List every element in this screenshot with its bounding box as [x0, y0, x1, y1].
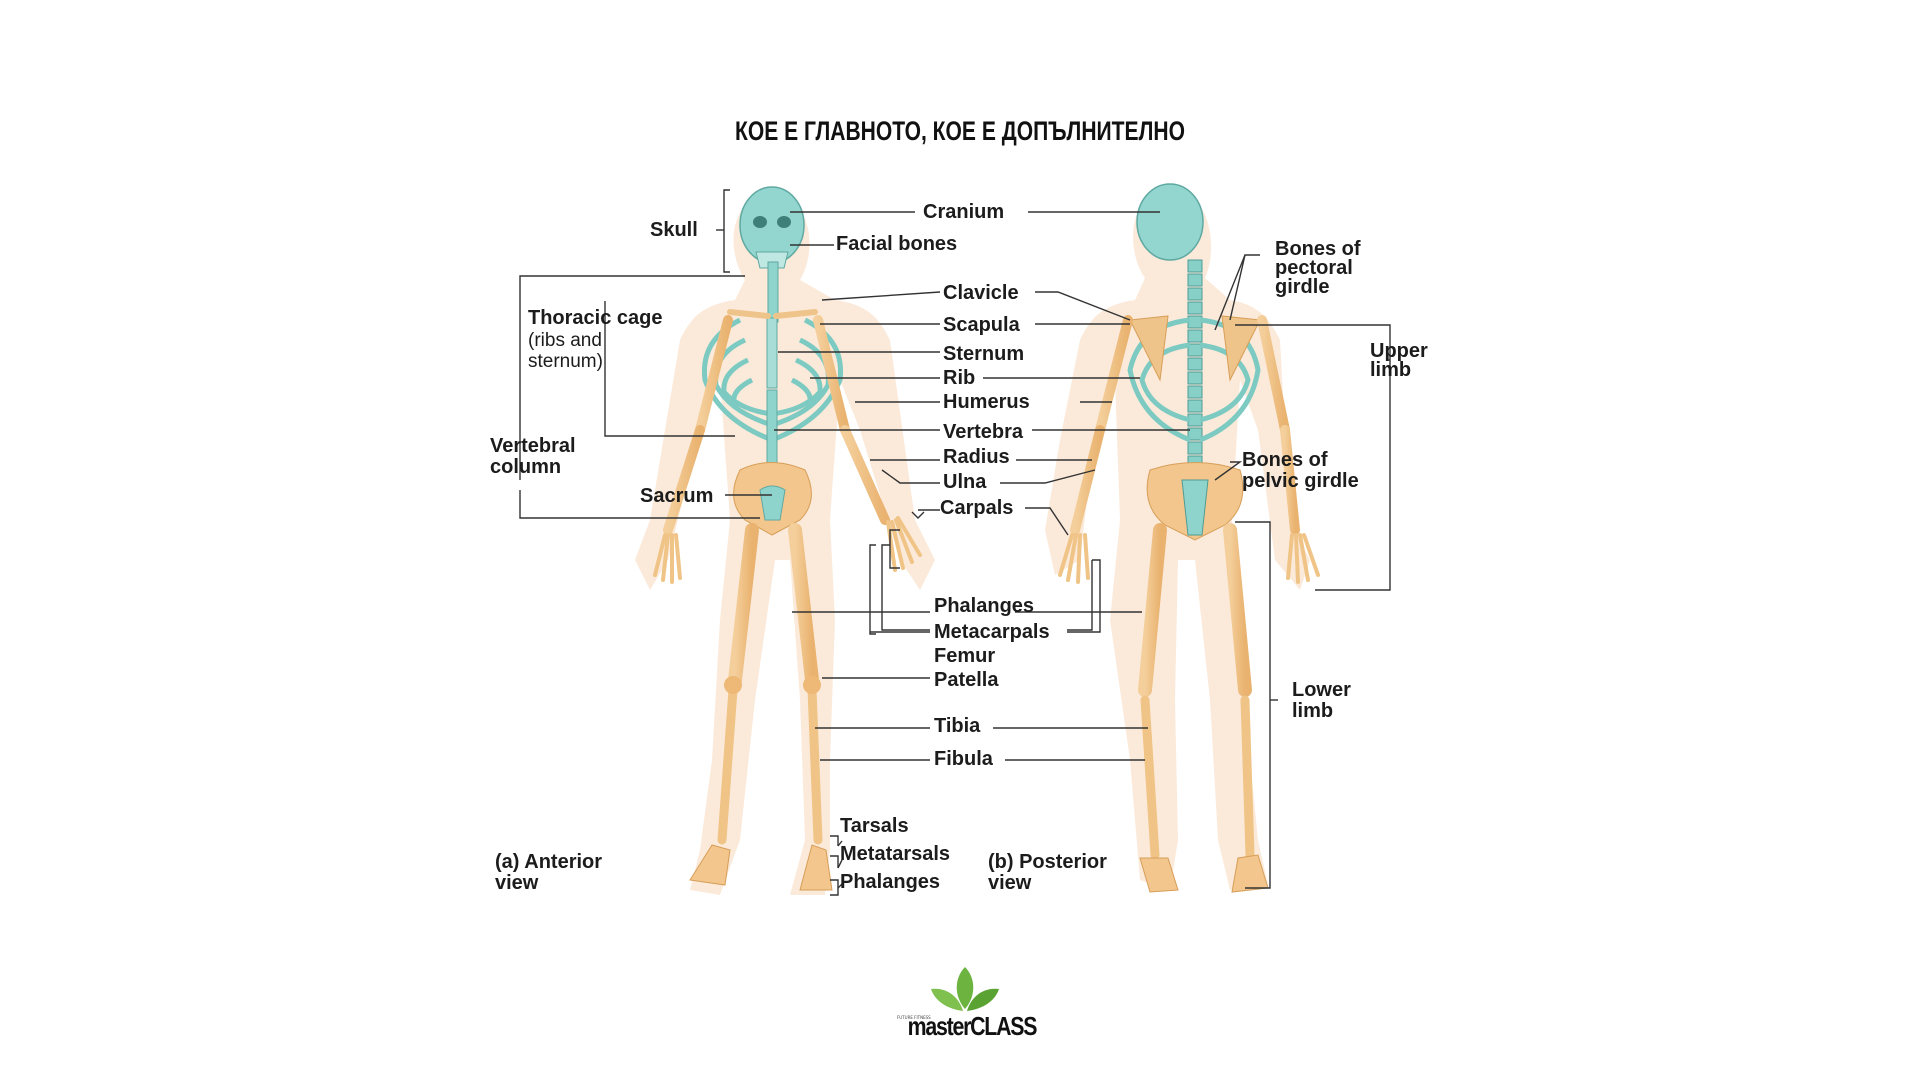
label-scapula: Scapula	[943, 314, 1020, 336]
label-metacarpals: Metacarpals	[934, 621, 1050, 643]
posterior-spine	[1187, 259, 1203, 469]
label-metatarsals: Metatarsals	[840, 843, 951, 865]
label-bones-of-pectoral-girdle: Bones of pectoral girdle	[1275, 238, 1361, 298]
label-thoracic-cage: Thoracic cage	[528, 307, 663, 329]
label-lower-limb: Lower limb	[1292, 679, 1351, 722]
posterior-skull	[1136, 183, 1204, 261]
page-title: КОЕ Е ГЛАВНОТО, КОЕ Е ДОПЪЛНИТЕЛНО	[735, 116, 1185, 146]
label-sternum: Sternum	[943, 343, 1025, 365]
label-phalanges-foot: Phalanges	[840, 871, 941, 893]
label-tarsals: Tarsals	[840, 815, 909, 837]
label-patella: Patella	[934, 669, 999, 691]
leaf-icon	[931, 967, 999, 1011]
label-rib: Rib	[943, 367, 976, 389]
label-vertebra: Vertebra	[943, 421, 1024, 443]
posterior-scapula-right	[1221, 315, 1261, 382]
anterior-skeleton	[635, 186, 935, 895]
logo-text: masterCLASS	[907, 1011, 1038, 1041]
label-tibia: Tibia	[934, 715, 981, 737]
label-facial-bones: Facial bones	[836, 233, 958, 255]
label-ulna: Ulna	[943, 471, 987, 493]
label-fibula: Fibula	[934, 748, 993, 770]
label-ribs-and-sternum: (ribs and sternum)	[528, 330, 603, 372]
posterior-skeleton	[1045, 183, 1320, 893]
label-cranium: Cranium	[923, 201, 1005, 223]
anterior-body-silhouette	[635, 195, 935, 895]
posterior-scapula-left	[1129, 315, 1169, 382]
label-vertebral-column: Vertebral column	[490, 435, 576, 478]
label-bones-of-pelvic-girdle: Bones of pelvic girdle	[1242, 449, 1359, 492]
label-radius: Radius	[943, 446, 1010, 468]
label-posterior-view: (b) Posterior view	[988, 851, 1107, 894]
label-clavicle: Clavicle	[943, 282, 1019, 304]
label-upper-limb: Upper limb	[1370, 340, 1428, 381]
label-phalanges-hand: Phalanges	[934, 595, 1035, 617]
label-carpals: Carpals	[940, 497, 1014, 519]
label-skull: Skull	[650, 219, 698, 241]
leader-lines	[519, 189, 1391, 896]
label-anterior-view: (a) Anterior view	[495, 851, 603, 894]
label-humerus: Humerus	[943, 391, 1030, 413]
label-sacrum: Sacrum	[640, 485, 714, 507]
label-femur: Femur	[934, 645, 996, 667]
logo-tagline: FUTURE FITNESS	[897, 1015, 931, 1020]
masterclass-logo: FUTURE FITNESS masterCLASS	[895, 965, 1038, 1045]
